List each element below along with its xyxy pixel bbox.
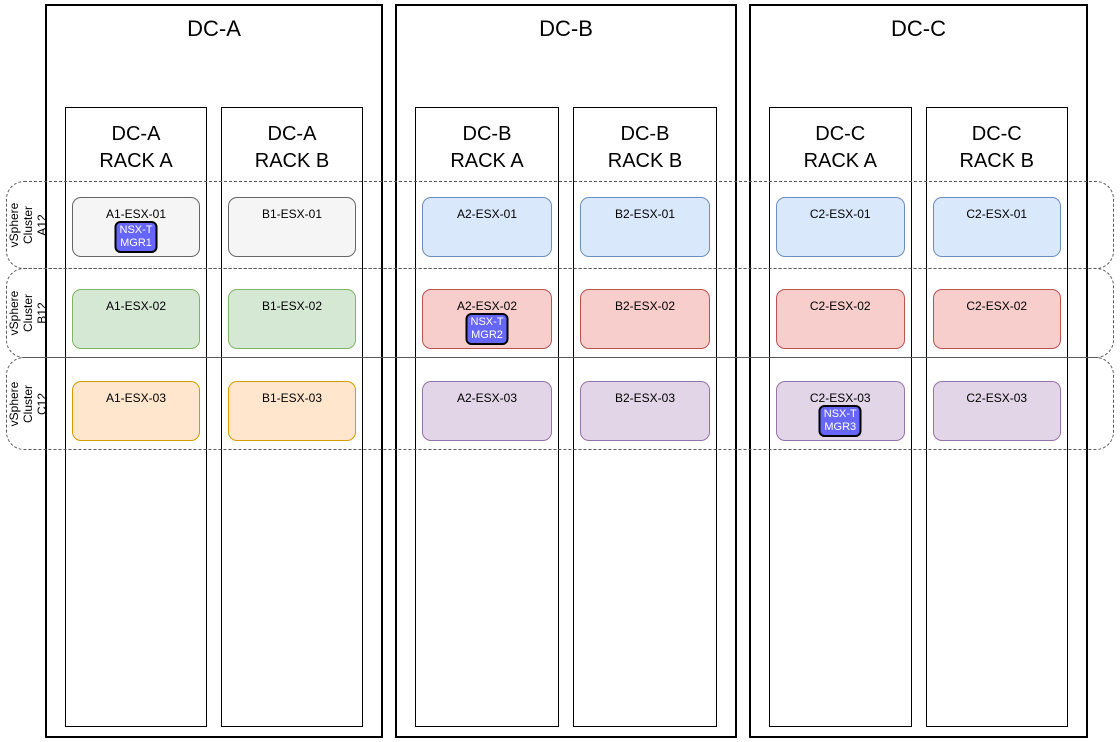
dc-b-rack-a: DC-B RACK A A2-ESX-01 A2-ESX-02 NSX-T MG…: [415, 107, 559, 727]
esx-host-box: B1-ESX-01: [228, 197, 356, 257]
esx-host-label: C2-ESX-03: [966, 391, 1028, 405]
dc-c-title: DC-C: [891, 16, 946, 41]
cluster-label-line: vSphere: [7, 381, 21, 426]
esx-host-label: B2-ESX-01: [614, 207, 676, 221]
rack-title-line: RACK A: [450, 150, 524, 172]
dc-b-title: DC-B: [539, 16, 593, 41]
dc-a-title: DC-A: [187, 16, 241, 41]
esx-host-box: C2-ESX-02: [932, 289, 1061, 349]
esx-host-box: C2-ESX-03: [932, 381, 1061, 441]
esx-host-label: A2-ESX-03: [456, 391, 518, 405]
rack-title: DC-A RACK B: [222, 108, 362, 175]
dc-c-rack-b: DC-C RACK B C2-ESX-01 C2-ESX-02 C2-ESX-0…: [925, 107, 1068, 727]
cluster-label-line: vSphere: [7, 202, 21, 248]
dc-c-container: DC-C DC-C RACK A C2-ESX-01 C2-ESX-02 C2-…: [749, 4, 1088, 738]
nsx-badge-line: NSX-T: [823, 408, 857, 420]
esx-host-box: C2-ESX-01: [776, 197, 905, 257]
dc-a-container: DC-A DC-A RACK A A1-ESX-01 NSX-T MGR1 A1…: [45, 4, 383, 738]
esx-host-label: C2-ESX-01: [966, 207, 1028, 221]
esx-host-box: C2-ESX-02: [776, 289, 905, 349]
rack-title: DC-C RACK B: [927, 108, 1068, 175]
dc-c-rack-a: DC-C RACK A C2-ESX-01 C2-ESX-02 C2-ESX-0…: [769, 107, 912, 727]
cluster-label-line: Cluster: [21, 384, 35, 423]
cluster-label-c12: vSphere Cluster C12: [7, 360, 49, 448]
nsx-badge-line: NSX-T: [470, 316, 504, 328]
rack-title-line: DC-A: [267, 123, 317, 145]
cluster-label-line: Cluster: [21, 206, 35, 245]
dc-b-racks: DC-B RACK A A2-ESX-01 A2-ESX-02 NSX-T MG…: [415, 107, 717, 727]
cluster-label-a12: vSphere Cluster A12: [7, 181, 49, 269]
rack-title: DC-A RACK A: [66, 108, 206, 175]
esx-host-label: A2-ESX-02: [456, 299, 518, 313]
esx-host-label: C2-ESX-03: [809, 391, 871, 405]
nsx-manager-badge: NSX-T MGR3: [818, 405, 862, 437]
nsx-badge-line: MGR2: [471, 329, 503, 341]
esx-host-box: A2-ESX-03: [422, 381, 552, 441]
rack-title-line: DC-C: [815, 123, 866, 145]
rack-title-line: DC-A: [111, 123, 161, 145]
esx-host-box: A1-ESX-01 NSX-T MGR1: [72, 197, 200, 257]
nsx-badge-line: NSX-T: [119, 224, 153, 236]
rack-title-line: RACK B: [959, 150, 1034, 172]
dc-a-racks: DC-A RACK A A1-ESX-01 NSX-T MGR1 A1-ESX-…: [65, 107, 363, 727]
esx-host-box: B2-ESX-03: [580, 381, 710, 441]
esx-host-label: A1-ESX-02: [105, 299, 167, 313]
esx-host-label: C2-ESX-02: [809, 299, 871, 313]
esx-host-box: B2-ESX-02: [580, 289, 710, 349]
rack-title-line: RACK B: [254, 150, 330, 172]
rack-title-line: DC-C: [971, 123, 1022, 145]
nsx-manager-badge: NSX-T MGR1: [114, 221, 158, 253]
cluster-label-b12: vSphere Cluster B12: [7, 269, 49, 357]
rack-title-line: RACK B: [607, 150, 683, 172]
dc-c-racks: DC-C RACK A C2-ESX-01 C2-ESX-02 C2-ESX-0…: [769, 107, 1068, 727]
rack-title-line: RACK A: [99, 150, 173, 172]
esx-host-label: A2-ESX-01: [456, 207, 518, 221]
esx-host-box: B1-ESX-02: [228, 289, 356, 349]
rack-title: DC-C RACK A: [770, 108, 911, 175]
esx-host-label: B1-ESX-01: [261, 207, 323, 221]
rack-title: DC-B RACK B: [574, 108, 716, 175]
dc-a-rack-b: DC-A RACK B B1-ESX-01 B1-ESX-02 B1-ESX-0…: [221, 107, 363, 727]
rack-title-line: RACK A: [803, 150, 877, 172]
dc-b-container: DC-B DC-B RACK A A2-ESX-01 A2-ESX-02 NSX…: [395, 4, 737, 738]
esx-host-box: C2-ESX-01: [932, 197, 1061, 257]
nsx-badge-line: MGR1: [120, 237, 152, 249]
esx-host-box: A1-ESX-02: [72, 289, 200, 349]
esx-host-label: A1-ESX-03: [105, 391, 167, 405]
esx-host-label: C2-ESX-02: [966, 299, 1028, 313]
esx-host-label: B2-ESX-02: [614, 299, 676, 313]
cluster-label-line: vSphere: [7, 290, 21, 336]
esx-host-label: B1-ESX-02: [261, 299, 323, 313]
esx-host-box: B2-ESX-01: [580, 197, 710, 257]
rack-title: DC-B RACK A: [416, 108, 558, 175]
rack-title-line: DC-B: [462, 123, 512, 145]
esx-host-box: A2-ESX-02 NSX-T MGR2: [422, 289, 552, 349]
dc-a-rack-a: DC-A RACK A A1-ESX-01 NSX-T MGR1 A1-ESX-…: [65, 107, 207, 727]
dc-b-rack-b: DC-B RACK B B2-ESX-01 B2-ESX-02 B2-ESX-0…: [573, 107, 717, 727]
esx-host-box: B1-ESX-03: [228, 381, 356, 441]
cluster-label-line: Cluster: [21, 294, 35, 333]
esx-host-label: B1-ESX-03: [261, 391, 323, 405]
esx-host-label: B2-ESX-03: [614, 391, 676, 405]
nsx-badge-line: MGR3: [824, 421, 857, 433]
esx-host-label: C2-ESX-01: [809, 207, 871, 221]
esx-host-box: C2-ESX-03 NSX-T MGR3: [776, 381, 905, 441]
esx-host-box: A1-ESX-03: [72, 381, 200, 441]
rack-title-line: DC-B: [620, 123, 670, 145]
esx-host-box: A2-ESX-01: [422, 197, 552, 257]
nsx-manager-badge: NSX-T MGR2: [465, 313, 509, 345]
esx-host-label: A1-ESX-01: [105, 207, 167, 221]
